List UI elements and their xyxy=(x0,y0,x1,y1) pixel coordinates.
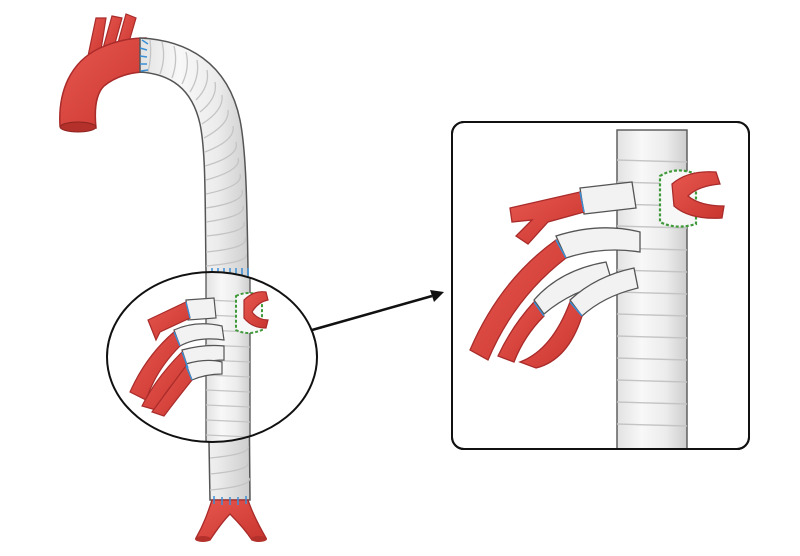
visceral-patch-icon xyxy=(235,291,269,334)
aortic-arch-stump-icon xyxy=(59,13,147,133)
iliac-bifurcation-icon xyxy=(194,496,268,542)
magnified-inset-icon xyxy=(451,121,750,450)
arrow-icon xyxy=(311,290,444,332)
main-figure xyxy=(59,13,318,542)
zoom-circle-icon xyxy=(106,271,318,443)
branch-side-grafts-icon xyxy=(129,297,225,417)
